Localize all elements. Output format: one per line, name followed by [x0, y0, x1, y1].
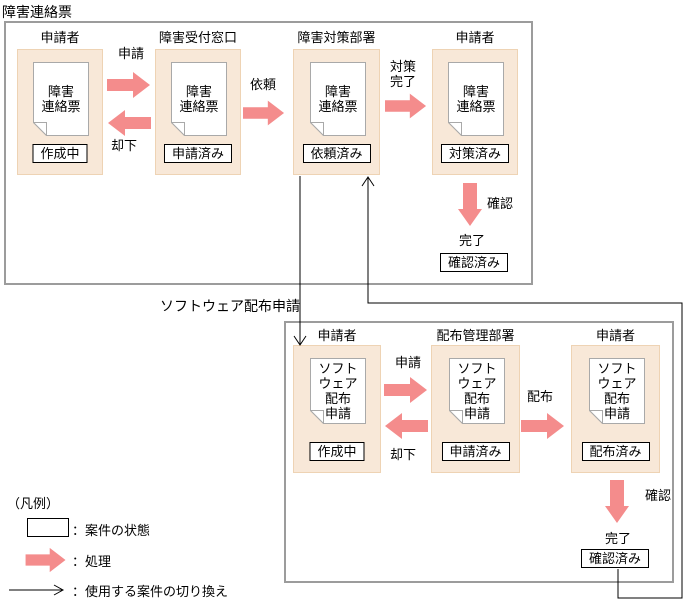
process-arrow-right-icon — [243, 99, 285, 127]
document-icon: 障害 連絡票 — [310, 62, 366, 136]
legend-switch-arrow-icon — [9, 584, 67, 596]
case-lane: 障害 連絡票 申請済み — [155, 49, 241, 175]
state-box: 申請済み — [441, 442, 510, 461]
document-title: ソフト ウェア 配布 申請 — [597, 361, 637, 421]
process-arrow-right-icon — [521, 412, 565, 440]
state-box: 申請済み — [163, 144, 233, 163]
document-title: 障害 連絡票 — [179, 84, 219, 114]
process-arrow-left-icon — [107, 109, 151, 137]
state-box: 対策済み — [440, 144, 510, 163]
actor-label: 配布管理部署 — [436, 328, 515, 343]
actor-label: 障害受付窓口 — [158, 30, 237, 45]
legend-item-label: ：処理 — [72, 554, 112, 569]
case-lane: 障害 連絡票 作成中 — [17, 49, 103, 175]
process-label: 配布 — [527, 389, 554, 404]
process-arrow-right-icon — [107, 71, 151, 99]
done-label: 完了 — [605, 531, 632, 546]
document-icon: ソフト ウェア 配布 申請 — [310, 358, 366, 424]
document-icon: 障害 連絡票 — [33, 62, 89, 136]
document-title: 障害 連絡票 — [41, 84, 81, 114]
document-icon: ソフト ウェア 配布 申請 — [589, 358, 645, 424]
process-label: 確認 — [645, 488, 672, 503]
document-icon: ソフト ウェア 配布 申請 — [449, 358, 505, 424]
process-label: 申請 — [117, 46, 144, 61]
process-arrow-down-icon — [604, 480, 630, 524]
document-icon: 障害 連絡票 — [448, 62, 504, 136]
document-title: ソフト ウェア 配布 申請 — [318, 361, 358, 421]
state-box: 作成中 — [32, 144, 88, 163]
process-arrow-left-icon — [384, 412, 428, 440]
actor-label: 障害対策部署 — [297, 30, 376, 45]
document-title: 障害 連絡票 — [318, 84, 358, 114]
done-label: 完了 — [459, 233, 486, 248]
case-lane: ソフト ウェア 配布 申請 配布済み — [571, 345, 660, 473]
document-title: ソフト ウェア 配布 申請 — [457, 361, 497, 421]
document-title: 障害 連絡票 — [456, 84, 496, 114]
state-box: 確認済み — [440, 253, 509, 272]
process-arrow-right-icon — [385, 92, 427, 120]
legend-state-box-icon — [27, 518, 69, 537]
case-lane: ソフト ウェア 配布 申請 申請済み — [431, 345, 520, 473]
legend-item-label: ：案件の状態 — [72, 523, 151, 538]
process-label: 確認 — [487, 196, 514, 211]
case-lane: 障害 連絡票 依頼済み — [293, 49, 380, 175]
legend-title: （凡例） — [7, 496, 60, 511]
actor-label: 申請者 — [595, 328, 635, 343]
legend-process-arrow-icon — [25, 547, 67, 573]
state-box: 依頼済み — [302, 144, 371, 163]
case-lane: 障害 連絡票 対策済み — [432, 49, 518, 175]
process-label: 却下 — [390, 447, 417, 462]
state-box: 配布済み — [581, 442, 650, 461]
legend-item-label: ：使用する案件の切り換え — [72, 584, 229, 599]
process-label: 対策完了 — [390, 59, 417, 89]
process-arrow-right-icon — [384, 376, 428, 404]
process-label: 申請 — [394, 355, 421, 370]
state-box: 作成中 — [309, 442, 365, 461]
case-lane: ソフト ウェア 配布 申請 作成中 — [293, 345, 381, 473]
process-label: 依頼 — [250, 77, 277, 92]
actor-label: 申請者 — [40, 30, 80, 45]
document-icon: 障害 連絡票 — [171, 62, 227, 136]
flow2-title: ソフトウェア配布申請 — [160, 298, 300, 314]
actor-label: 申請者 — [455, 30, 495, 45]
flow1-title: 障害連絡票 — [2, 4, 72, 20]
state-box: 確認済み — [581, 549, 650, 568]
actor-label: 申請者 — [317, 328, 357, 343]
process-arrow-down-icon — [457, 183, 483, 227]
process-label: 却下 — [111, 138, 138, 153]
